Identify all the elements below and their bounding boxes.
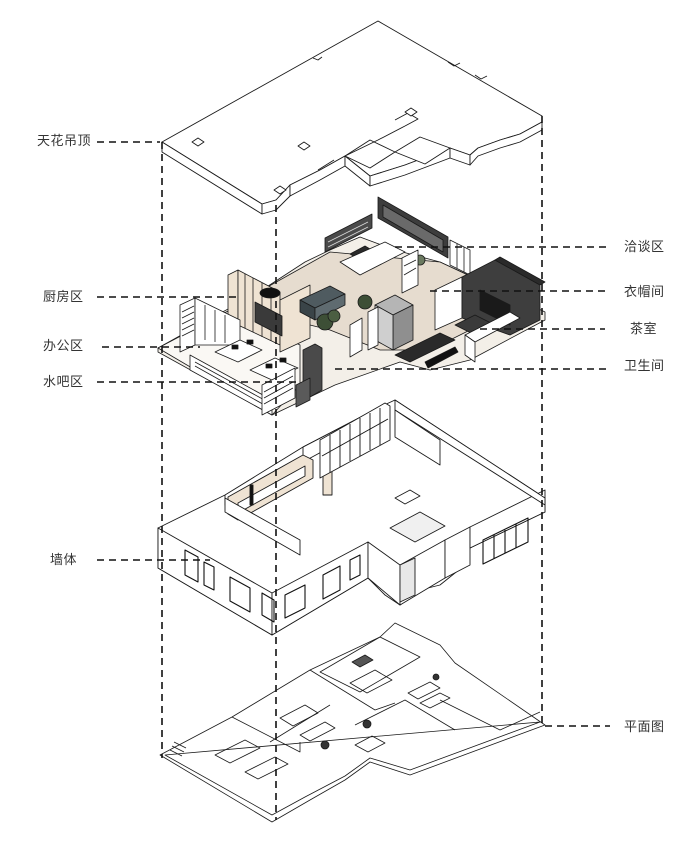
label-water-bar: 水吧区 — [43, 375, 84, 390]
label-floor-plan: 平面图 — [624, 720, 665, 735]
label-restroom: 卫生间 — [624, 359, 665, 374]
ceiling-layer — [161, 20, 543, 215]
label-office: 办公区 — [43, 339, 84, 354]
furnishing-layer — [157, 196, 546, 416]
label-walls: 墙体 — [50, 553, 78, 568]
label-cloakroom: 衣帽间 — [624, 285, 665, 300]
walls-layer — [157, 399, 546, 636]
label-kitchen: 厨房区 — [43, 290, 84, 305]
label-ceiling: 天花吊顶 — [37, 134, 92, 149]
floor-plan-layer — [159, 622, 546, 823]
dashed-leader-lines — [97, 116, 610, 820]
label-tea-room: 茶室 — [630, 322, 658, 337]
label-meeting-area: 洽谈区 — [624, 240, 665, 255]
